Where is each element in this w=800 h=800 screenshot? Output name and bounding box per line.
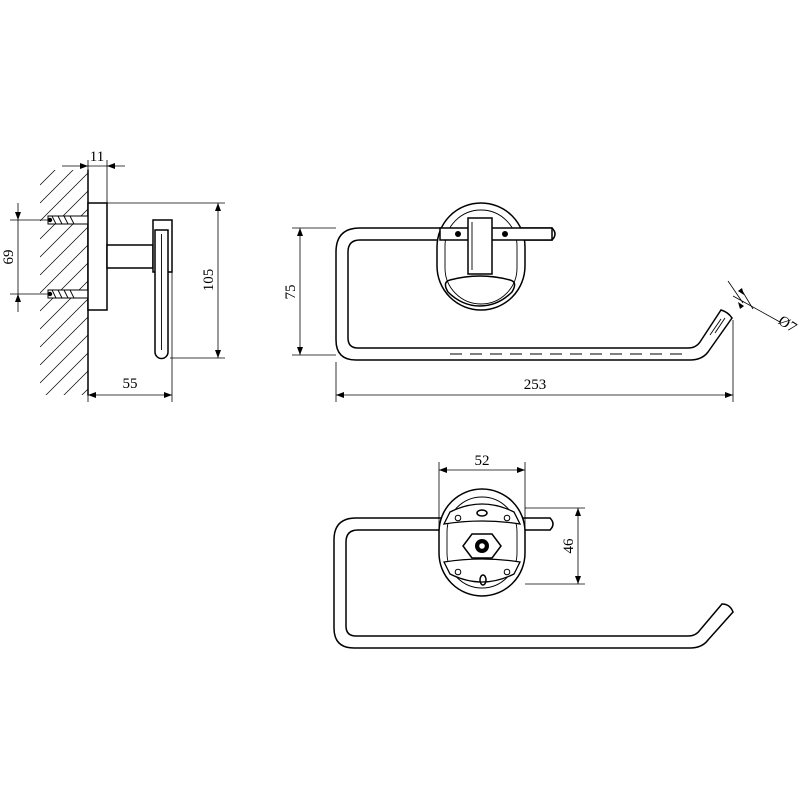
dim-front-height-label: 75 [283,285,299,300]
hanging-rod-front-inner [347,239,722,349]
dim-plate-width: 52 [438,453,526,535]
side-view: 11 69 105 55 [1,149,225,402]
rod-end-front [551,227,556,241]
dim-overall-height: 105 [107,202,225,359]
base-plate-side [87,202,108,311]
dim-tube-diameter-label: Ø7 [775,313,800,337]
dim-screw-spacing-label: 69 [1,250,17,265]
dim-base-thickness-label: 11 [90,149,104,165]
escutcheon-cutout [444,275,516,307]
arm-side [106,244,154,269]
dim-overall-height-label: 105 [201,269,217,292]
screw-lower [47,289,89,299]
dim-plate-height-label: 46 [561,538,577,554]
mounting-tab-upper [442,503,522,525]
dim-projection-label: 55 [123,376,138,392]
mounting-tab-lower [443,558,521,583]
front-view: 75 253 Ø7 [283,202,800,402]
dim-tube-diameter: Ø7 [727,280,800,337]
dim-plate-width-label: 52 [475,453,490,469]
hanging-rod-front-outer [335,227,733,361]
dim-overall-length: 253 [335,320,734,402]
dim-base-thickness: 11 [62,149,125,203]
dim-projection: 55 [87,272,173,402]
dim-overall-length-label: 253 [524,377,547,393]
hanging-rod-rear-inner [345,529,723,637]
dim-front-height: 75 [283,227,336,356]
screw-upper [47,215,89,225]
wall-hatching [40,170,88,395]
rear-view: 52 46 [333,453,734,649]
dim-screw-spacing: 69 [1,203,48,312]
hanging-rod-rear-outer [333,517,734,649]
dim-plate-height: 46 [525,507,585,585]
